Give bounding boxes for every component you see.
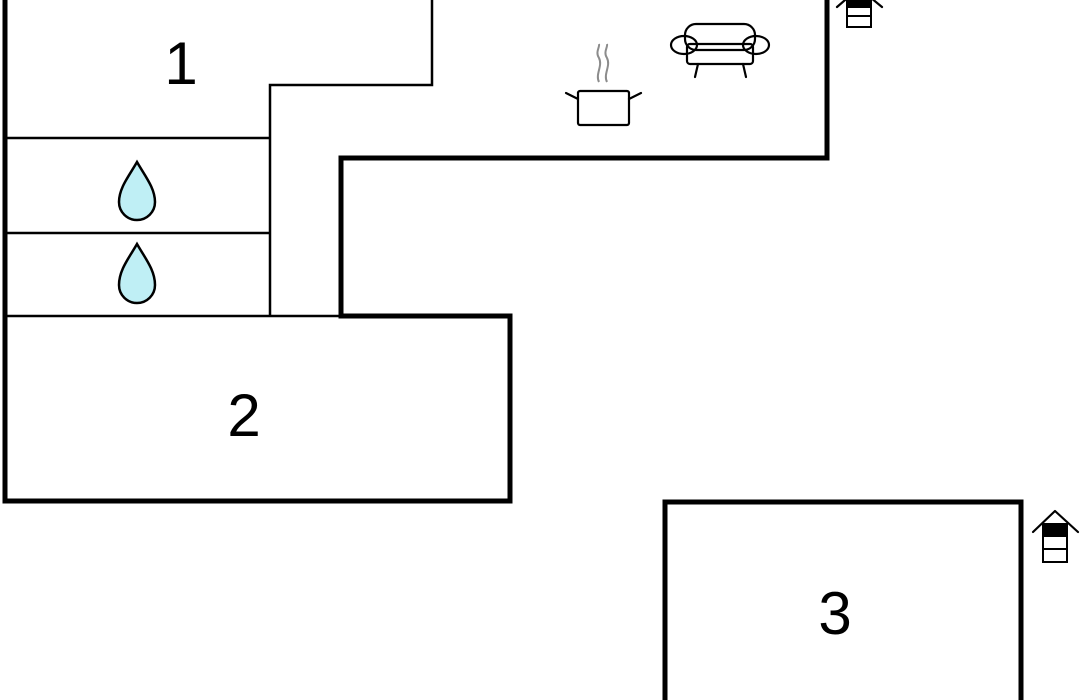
water-drop-icon: [117, 241, 157, 305]
cooking-pot-icon: [564, 43, 643, 127]
stairs-icon: [1031, 509, 1080, 563]
water-drop-icon: [117, 159, 157, 222]
room-2-label: 2: [227, 382, 260, 449]
outer-wall: [2, 0, 830, 504]
room-1-wall: [268, 0, 434, 316]
room-3-label: 3: [818, 580, 851, 647]
room-1-label: 1: [164, 30, 197, 97]
sofa-icon: [669, 22, 771, 79]
room-3-outline: [662, 499, 1024, 700]
main-floor-outline: [2, 0, 830, 504]
stairs-icon: [835, 0, 884, 28]
